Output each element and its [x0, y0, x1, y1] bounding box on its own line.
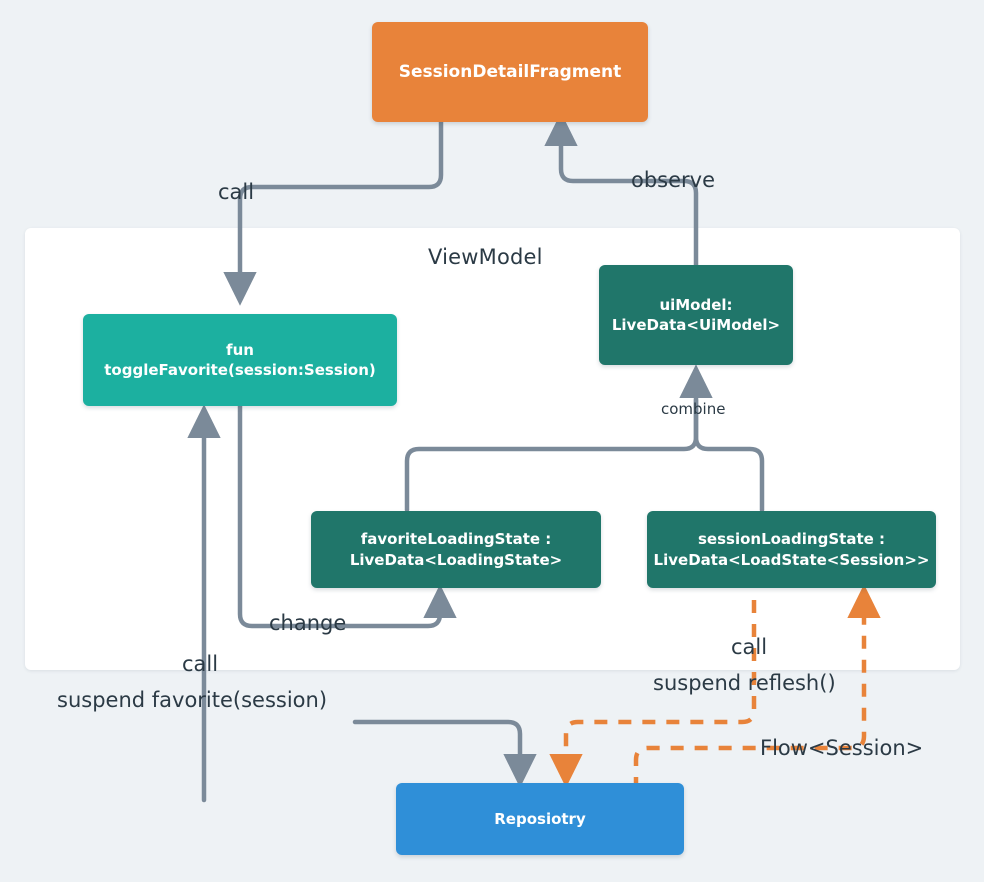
edge-label-call-fragment-to-toggle: call: [218, 180, 255, 204]
node-favorite-loading-state[interactable]: favoriteLoadingState : LiveData<LoadingS…: [311, 511, 601, 588]
node-label-line-2: LiveData<UiModel>: [611, 316, 781, 334]
edge-label-observe: observe: [631, 168, 716, 192]
node-label-line-1: favoriteLoadingState :: [360, 530, 552, 549]
viewmodel-panel-label: ViewModel: [428, 245, 543, 269]
node-label: Reposiotry: [494, 809, 586, 828]
node-label-line-2: LiveData<LoadingState>: [349, 550, 563, 569]
node-toggle-favorite[interactable]: fun toggleFavorite(session:Session): [83, 314, 397, 406]
edge-label-change: change: [269, 611, 347, 635]
node-session-detail-fragment[interactable]: SessionDetailFragment: [372, 22, 648, 122]
node-label-line-2: LiveData<LoadState<Session>>: [653, 550, 930, 569]
edge-label-suspend-reflesh: suspend reflesh(): [653, 671, 836, 695]
edge-label-flow-session: Flow<Session>: [760, 736, 924, 760]
node-repository[interactable]: Reposiotry: [396, 783, 684, 855]
edge-suspend-favorite-to-repository: [352, 719, 537, 788]
node-label-line-1: sessionLoadingState :: [697, 530, 886, 549]
node-label: SessionDetailFragment: [398, 61, 622, 82]
node-ui-model[interactable]: uiModel: LiveData<UiModel>: [599, 265, 793, 365]
viewmodel-panel: [25, 228, 960, 670]
edge-label-suspend-favorite: suspend favorite(session): [57, 688, 328, 712]
node-session-loading-state[interactable]: sessionLoadingState : LiveData<LoadState…: [647, 511, 936, 588]
node-label-line-1: uiModel:: [659, 295, 733, 314]
edge-label-call-toggle-to-repository: call: [182, 652, 219, 676]
edge-label-call-session-state-to-repository: call: [731, 635, 768, 659]
node-label: fun toggleFavorite(session:Session): [104, 340, 376, 379]
edge-label-combine: combine: [661, 400, 726, 418]
